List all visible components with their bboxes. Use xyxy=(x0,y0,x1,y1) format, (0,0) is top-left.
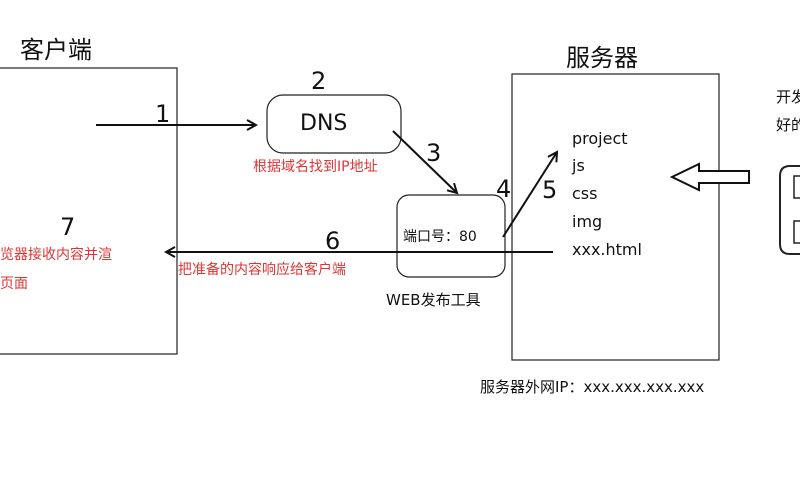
client-browser-text-line2: 页面 xyxy=(0,276,28,292)
server-title: 服务器 xyxy=(566,44,638,72)
response-caption: 把准备的内容响应给客户端 xyxy=(178,262,346,278)
server-external-ip: 服务器外网IP：xxx.xxx.xxx.xxx xyxy=(480,378,705,396)
developer-file-icon xyxy=(793,175,800,199)
port-label: 端口号：80 xyxy=(403,229,477,245)
step-number-2: 2 xyxy=(311,67,327,95)
step-number-6: 6 xyxy=(325,227,341,255)
step-number-4: 4 xyxy=(496,175,512,203)
server-file-item: img xyxy=(572,212,603,231)
server-file-item: xxx.html xyxy=(572,240,642,259)
developer-file-icon xyxy=(793,220,800,244)
client-title: 客户端 xyxy=(20,36,92,64)
step-number-3: 3 xyxy=(426,139,442,167)
developer-box-edge xyxy=(779,165,800,255)
arrow-webtool-to-server xyxy=(502,152,557,238)
hollow-arrow-deploy xyxy=(669,162,750,192)
developer-text-line2: 好的 xyxy=(776,116,800,134)
client-browser-text-line1: 览器接收内容并渲 xyxy=(0,247,112,263)
server-file-item: js xyxy=(572,156,585,175)
dns-box xyxy=(266,94,402,154)
server-box xyxy=(511,73,720,361)
step-number-5: 5 xyxy=(542,176,558,204)
dns-caption: 根据域名找到IP地址 xyxy=(253,159,378,175)
server-file-item: project xyxy=(572,129,628,148)
server-file-item: css xyxy=(572,184,598,203)
step-number-1: 1 xyxy=(155,100,171,128)
dns-label: DNS xyxy=(300,111,348,136)
web-tool-box xyxy=(396,194,506,278)
client-box xyxy=(0,67,178,355)
arrow-dns-to-webtool xyxy=(392,130,457,193)
step-number-7: 7 xyxy=(60,213,76,241)
web-tool-caption: WEB发布工具 xyxy=(386,291,481,309)
developer-text-line1: 开发 xyxy=(776,88,800,106)
